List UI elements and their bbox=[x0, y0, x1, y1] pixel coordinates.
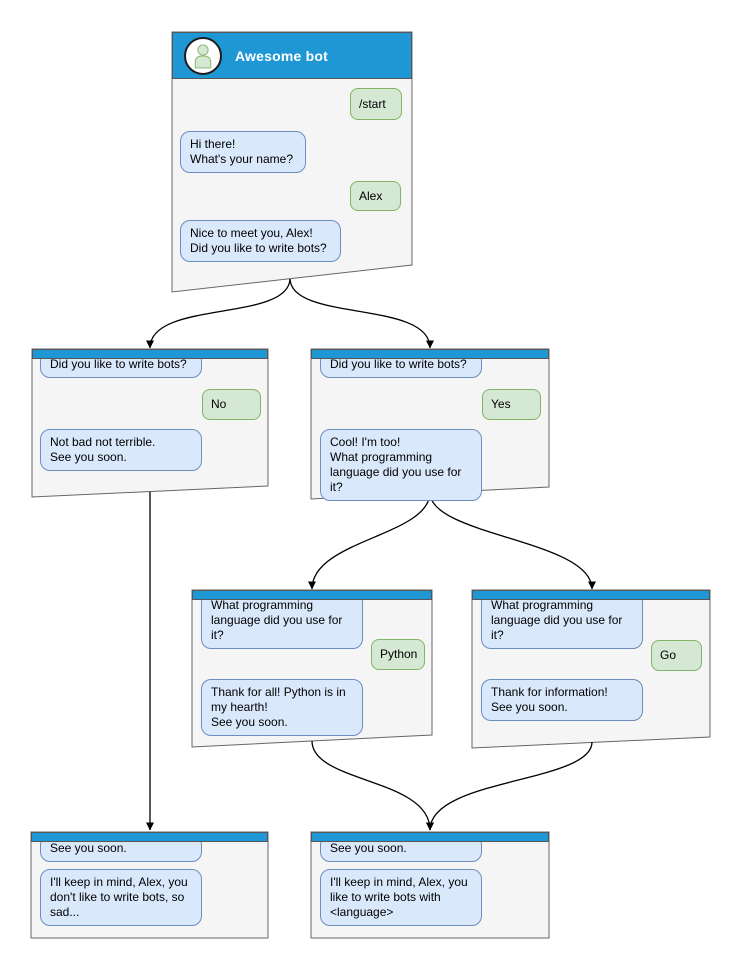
greeting-bubble: Hi there! What's your name? bbox=[180, 131, 306, 173]
no-answer-bubble: No bbox=[202, 389, 261, 420]
go-window-titlebar bbox=[472, 590, 710, 600]
go-response-bubble: Thank for information! See you soon. bbox=[481, 679, 643, 721]
edge-yes-to-python bbox=[308, 492, 431, 590]
edge-start-to-no bbox=[146, 278, 291, 349]
go-window-question-bubble: What programming language did you use fo… bbox=[481, 592, 643, 649]
python-window-question-bubble: What programming language did you use fo… bbox=[201, 592, 363, 649]
name-reply-bubble: Alex bbox=[350, 181, 401, 211]
edge-yes-to-go bbox=[429, 492, 596, 590]
bot-title: Awesome bot bbox=[235, 47, 328, 64]
nice-to-meet-bubble: Nice to meet you, Alex! Did you like to … bbox=[180, 220, 341, 262]
edge-python-to-bye bbox=[311, 740, 434, 831]
yes-answer-bubble: Yes bbox=[482, 389, 541, 420]
bye-no-response-bubble: I'll keep in mind, Alex, you don't like … bbox=[40, 869, 202, 926]
go-answer-bubble: Go bbox=[651, 640, 702, 671]
start-command-bubble: /start bbox=[350, 88, 402, 120]
python-window-titlebar bbox=[192, 590, 432, 600]
bye-yes-response-bubble: I'll keep in mind, Alex, you like to wri… bbox=[320, 869, 482, 926]
no-window-titlebar bbox=[32, 349, 268, 359]
start-window-titlebar: Awesome bot bbox=[172, 32, 412, 79]
bye-yes-window-titlebar bbox=[311, 832, 549, 842]
yes-window-titlebar bbox=[311, 349, 549, 359]
person-icon bbox=[194, 44, 212, 69]
bot-avatar bbox=[184, 37, 222, 75]
no-response-bubble: Not bad not terrible. See you soon. bbox=[40, 429, 202, 471]
yes-response-bubble: Cool! I'm too! What programming language… bbox=[320, 429, 482, 501]
python-answer-bubble: Python bbox=[371, 639, 425, 670]
bye-no-window-titlebar bbox=[31, 832, 268, 842]
python-response-bubble: Thank for all! Python is in my hearth! S… bbox=[201, 679, 363, 736]
edge-go-to-bye bbox=[426, 741, 593, 831]
edge-start-to-yes bbox=[289, 278, 434, 349]
